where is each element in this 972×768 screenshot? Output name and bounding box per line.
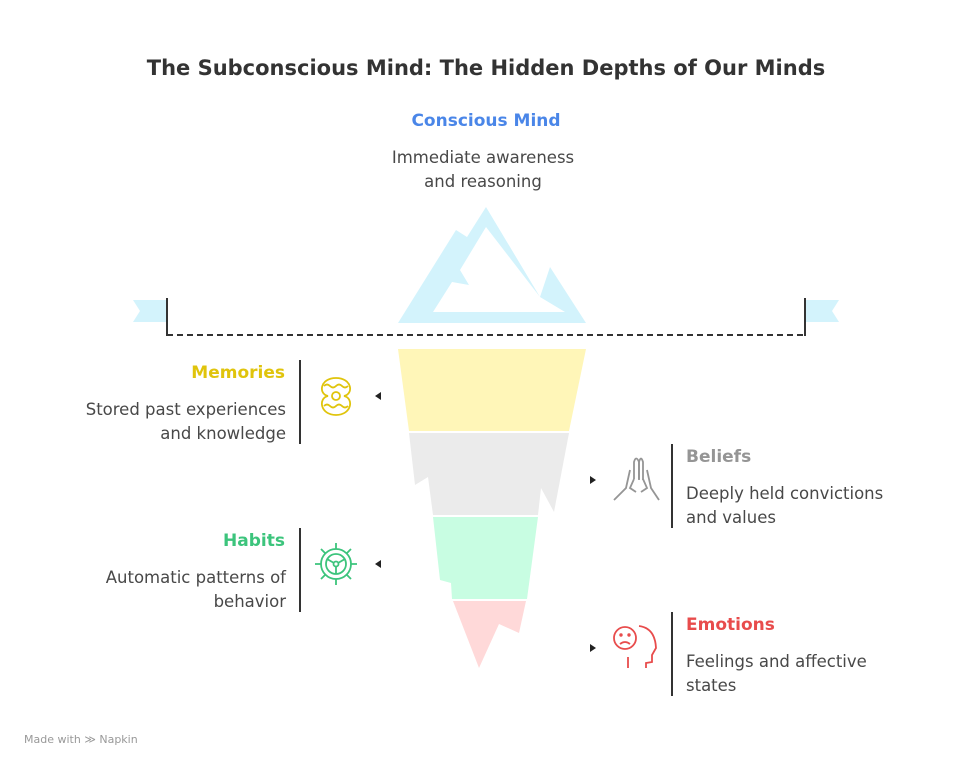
desc-line: Stored past experiences xyxy=(85,400,286,419)
desc-line: Automatic patterns of xyxy=(105,568,286,587)
praying-hands-icon xyxy=(613,457,660,501)
pointer-habits xyxy=(375,560,381,568)
emotions-description: Feelings and affective states xyxy=(686,650,966,698)
made-with-label: Made with xyxy=(24,733,81,746)
conscious-mind-title: Conscious Mind xyxy=(411,111,561,131)
divider xyxy=(299,528,301,612)
desc-line: and reasoning xyxy=(424,172,542,191)
habits-description: Automatic patterns of behavior xyxy=(20,566,286,614)
emotions-title: Emotions xyxy=(686,615,775,635)
desc-line: states xyxy=(686,676,737,695)
desc-line: and values xyxy=(686,508,776,527)
left-flag xyxy=(133,300,166,322)
beliefs-layer xyxy=(409,433,569,515)
habits-title: Habits xyxy=(223,531,285,551)
made-with-napkin: Made with ≫ Napkin xyxy=(24,733,138,746)
divider xyxy=(671,444,673,528)
pointer-emotions xyxy=(590,644,596,652)
emotions-layer xyxy=(453,601,526,668)
sad-face-head-icon xyxy=(613,625,657,668)
shell-icon xyxy=(321,377,351,416)
beliefs-description: Deeply held convictions and values xyxy=(686,482,966,530)
napkin-logo-icon: ≫ xyxy=(84,733,96,746)
divider xyxy=(299,360,301,444)
iceberg-tip xyxy=(398,207,586,323)
gear-icon xyxy=(315,543,357,585)
desc-line: behavior xyxy=(213,592,286,611)
pointer-beliefs xyxy=(590,476,596,484)
memories-title: Memories xyxy=(191,363,285,383)
memories-layer xyxy=(398,349,586,431)
divider xyxy=(671,612,673,696)
habits-layer xyxy=(433,517,538,599)
napkin-brand: Napkin xyxy=(99,733,138,746)
desc-line: and knowledge xyxy=(160,424,286,443)
diagram-title: The Subconscious Mind: The Hidden Depths… xyxy=(146,56,826,80)
desc-line: Immediate awareness xyxy=(391,148,575,167)
beliefs-title: Beliefs xyxy=(686,447,752,467)
desc-line: Feelings and affective xyxy=(686,652,867,671)
memories-description: Stored past experiences and knowledge xyxy=(20,398,286,446)
pointer-memories xyxy=(375,392,381,400)
conscious-mind-description: Immediate awareness and reasoning xyxy=(0,146,966,194)
desc-line: Deeply held convictions xyxy=(686,484,884,503)
right-flag xyxy=(806,300,839,322)
